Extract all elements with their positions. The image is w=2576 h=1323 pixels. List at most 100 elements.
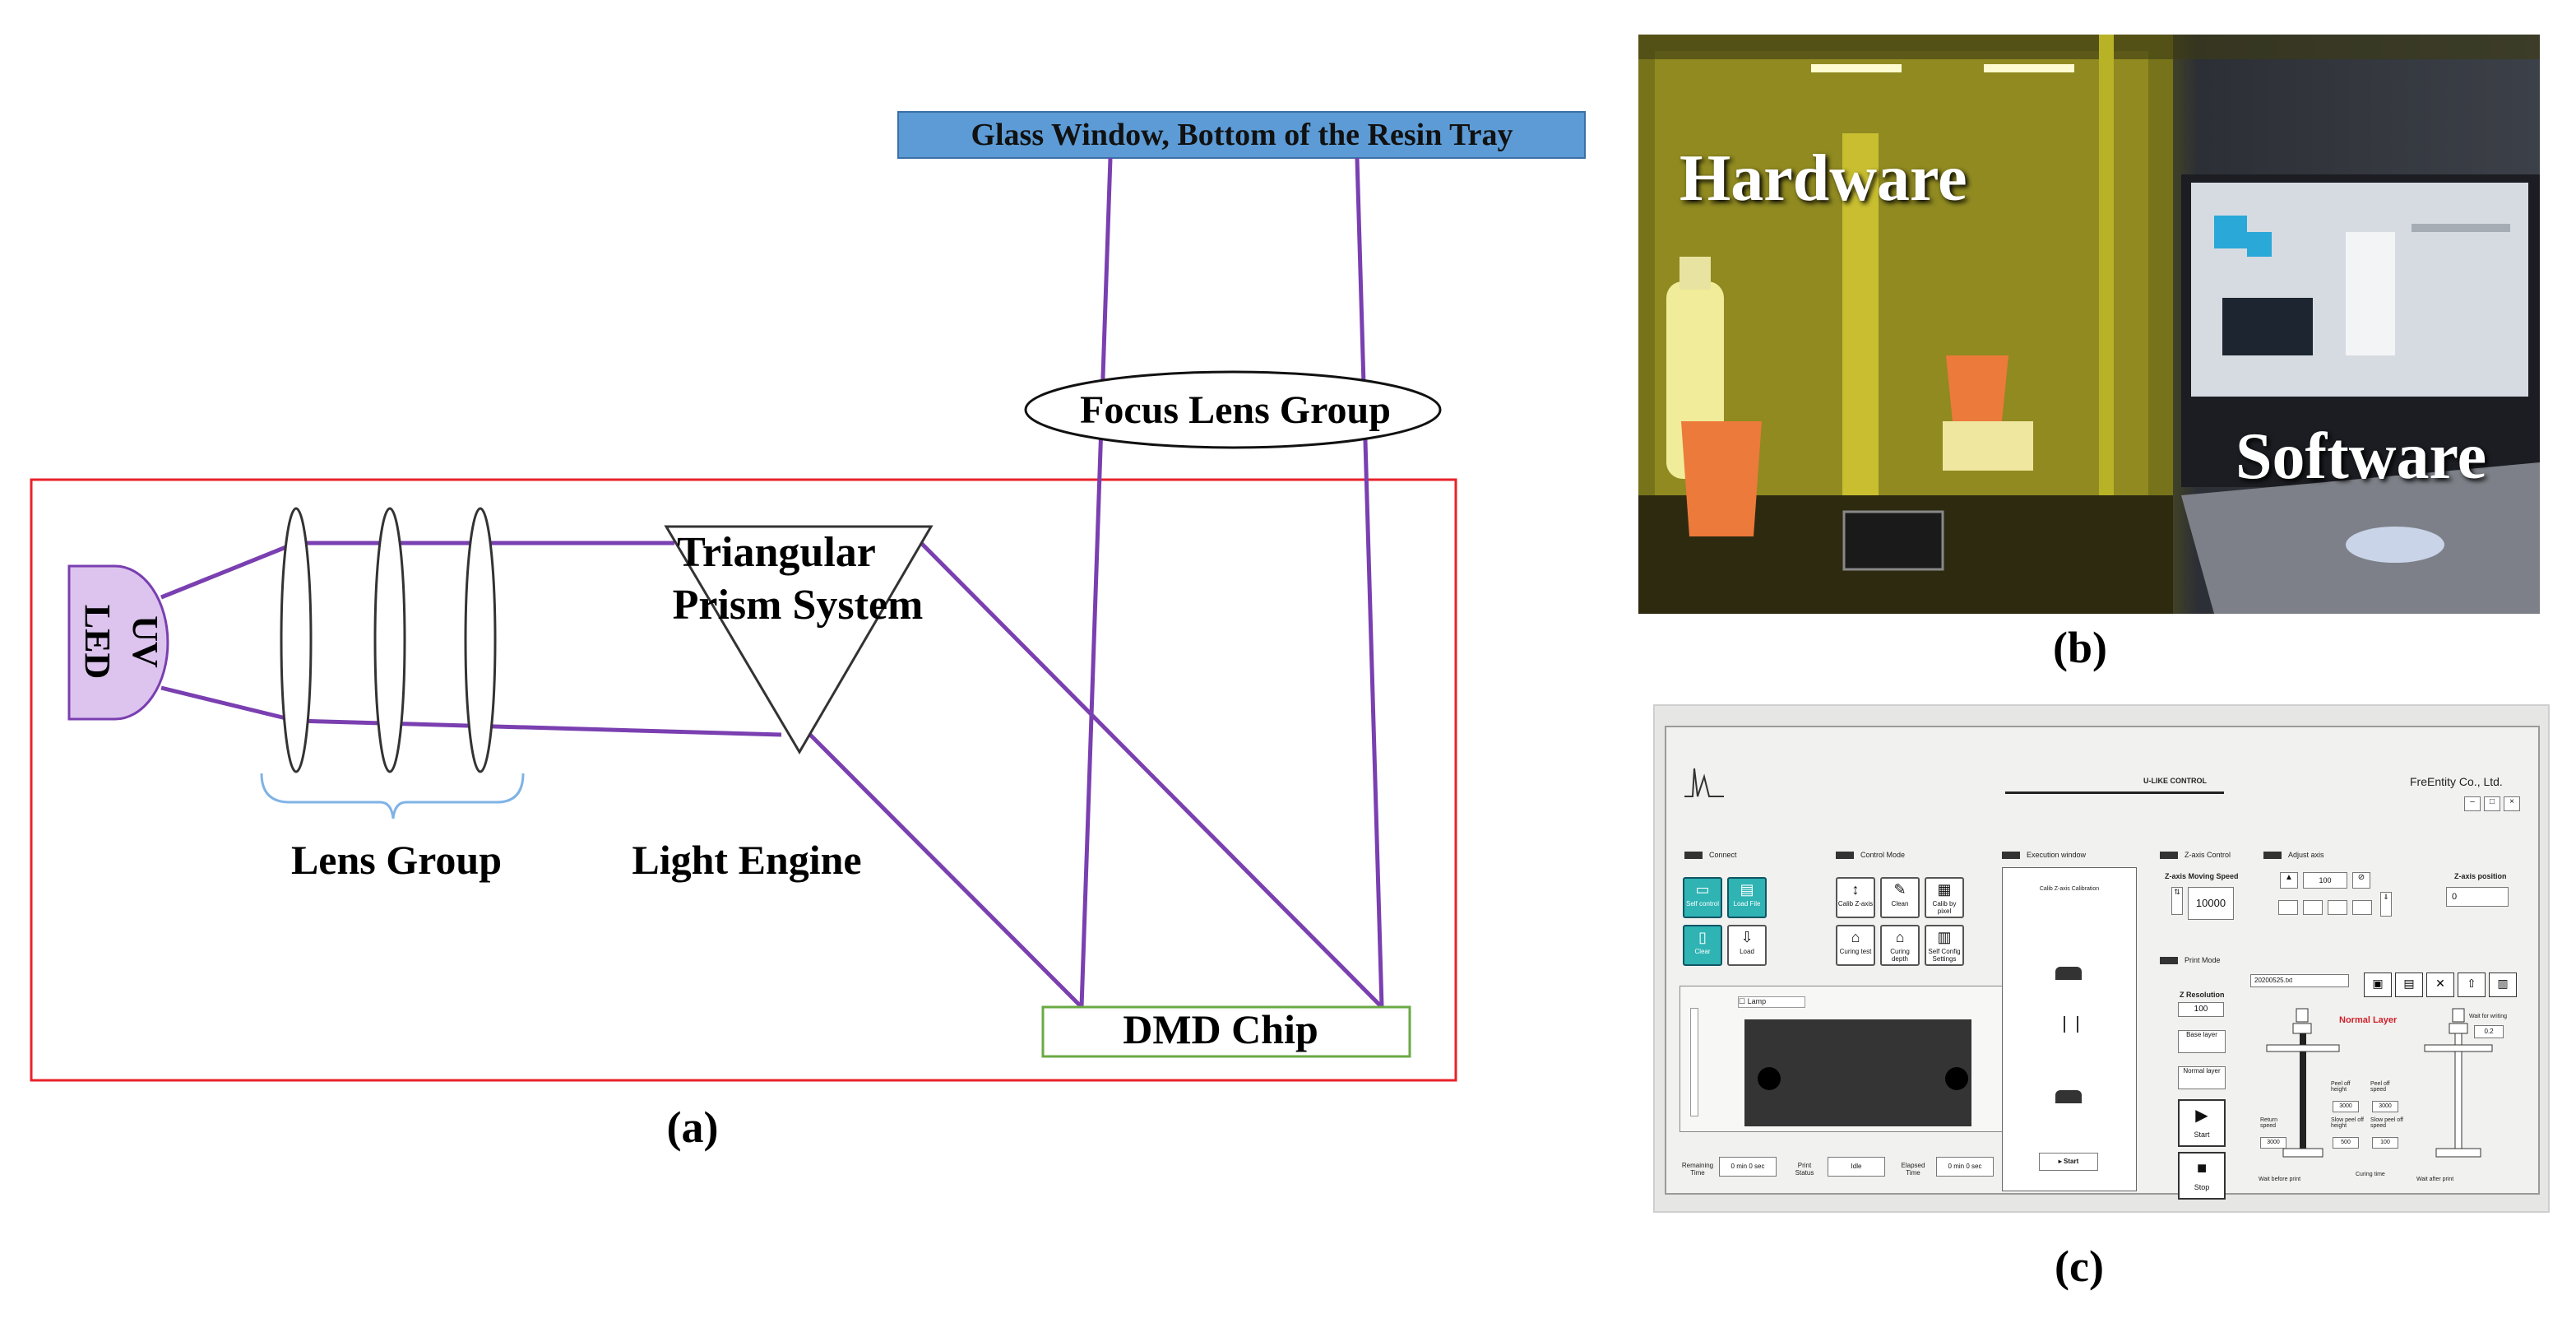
exec-start-button[interactable]: ▸ Start bbox=[2039, 1153, 2098, 1171]
calib-step-2-icon bbox=[2064, 1016, 2078, 1033]
return-speed-input[interactable]: 3000 bbox=[2260, 1137, 2286, 1149]
z-resolution-label: Z Resolution bbox=[2180, 991, 2225, 999]
return-speed-label: Return speed bbox=[2260, 1117, 2278, 1129]
axis-icon: ↕ bbox=[1851, 881, 1860, 898]
z-axis-control-header: Z-axis Control bbox=[2160, 851, 2231, 860]
adjust-value-input[interactable]: 100 bbox=[2303, 872, 2347, 889]
calib-by-pixel-button[interactable]: ▦Calib by pixel bbox=[1925, 877, 1964, 918]
normal-layer-label: Normal Layer bbox=[2339, 1015, 2398, 1025]
normal-layer-button[interactable]: Normal layer bbox=[2178, 1066, 2226, 1089]
projection-preview-panel: ☐ Lamp bbox=[1679, 986, 2013, 1132]
window-title: U-LIKE CONTROL bbox=[2143, 777, 2207, 785]
z-axis-speed-input[interactable]: 10000 bbox=[2188, 887, 2234, 920]
control-mode-header: Control Mode bbox=[1836, 851, 1905, 860]
preview-scrollbar[interactable] bbox=[1690, 1008, 1698, 1116]
self-config-settings-button[interactable]: ▥Self Config Settings bbox=[1925, 925, 1964, 966]
company-name: FreEntity Co., Ltd. bbox=[2410, 775, 2503, 788]
dmd-chip bbox=[1041, 1005, 1411, 1058]
execution-window-panel: Calib Z-axis Calibration ▸ Start bbox=[2002, 867, 2137, 1191]
adjust-stop-button[interactable]: ⊘ bbox=[2352, 872, 2370, 889]
clear-button[interactable]: ▯Clear bbox=[1683, 925, 1722, 966]
load-file-button[interactable]: ▤Load File bbox=[1727, 877, 1767, 918]
adjust-step-2[interactable] bbox=[2303, 900, 2323, 915]
grid-icon: ▦ bbox=[1937, 881, 1952, 898]
calib-step-1-icon bbox=[2055, 967, 2082, 980]
lens-2 bbox=[373, 507, 406, 773]
adjust-step-1[interactable] bbox=[2278, 900, 2298, 915]
delete-icon[interactable]: ✕ bbox=[2426, 973, 2454, 997]
focus-lens-group-label: Focus Lens Group bbox=[1080, 388, 1391, 432]
z-resolution-input[interactable]: 100 bbox=[2178, 1002, 2224, 1017]
adjust-down-button[interactable]: ⇓ bbox=[2380, 892, 2392, 917]
chart-settings-icon[interactable]: ▥ bbox=[2489, 973, 2517, 997]
slow-peel-height-input[interactable]: 500 bbox=[2333, 1137, 2359, 1149]
execution-window-header: Execution window bbox=[2002, 851, 2086, 860]
lens-3 bbox=[464, 507, 497, 773]
focus-lens-group bbox=[1024, 370, 1442, 449]
caption-a: (a) bbox=[667, 1102, 719, 1152]
print-status-label: Print Status bbox=[1795, 1162, 1814, 1177]
software-label: Software bbox=[2235, 420, 2487, 493]
print-mechanics-drawing bbox=[2266, 1008, 2493, 1158]
hardware-software-photo: Hardware Software bbox=[1638, 35, 2540, 614]
adjust-up-button[interactable]: ▲ bbox=[2280, 872, 2298, 889]
lens-group-label: Lens Group bbox=[291, 837, 502, 883]
light-engine-label: Light Engine bbox=[632, 837, 861, 883]
wait-after-print-label: Wait after print bbox=[2416, 1177, 2454, 1182]
software-ui-screenshot: U-LIKE CONTROL FreEntity Co., Ltd. – □ ×… bbox=[1653, 704, 2550, 1213]
start-button[interactable]: ▶Start bbox=[2178, 1099, 2226, 1147]
hardware-label: Hardware bbox=[1679, 142, 1967, 215]
glass-window-label: Glass Window, Bottom of the Resin Tray bbox=[971, 118, 1513, 152]
adjust-step-4[interactable] bbox=[2352, 900, 2372, 915]
phone-icon: ▯ bbox=[1698, 929, 1707, 945]
peel-off-speed-input[interactable]: 3000 bbox=[2372, 1101, 2398, 1112]
prism-label-1: Triangular bbox=[677, 529, 876, 576]
battery-icon: ▭ bbox=[1695, 881, 1710, 898]
calib-z-axis-button[interactable]: ↕Calib Z-axis bbox=[1836, 877, 1875, 918]
beaker-icon: ⌂ bbox=[1851, 929, 1860, 945]
lens-group-bracket bbox=[260, 773, 525, 819]
adjust-axis-header: Adjust axis bbox=[2263, 851, 2324, 860]
remaining-time-value: 0 min 0 sec bbox=[1719, 1157, 1777, 1177]
remaining-time-label: Remaining Time bbox=[1681, 1162, 1714, 1177]
company-logo-icon bbox=[1684, 768, 1724, 797]
folder-icon: ▤ bbox=[1740, 881, 1754, 898]
peel-off-height-label: Peel off height bbox=[2331, 1081, 2351, 1093]
speed-up-button[interactable]: ⇅ bbox=[2171, 887, 2183, 915]
z-axis-position-label: Z-axis position bbox=[2454, 872, 2507, 880]
curing-test-button[interactable]: ⌂Curing test bbox=[1836, 925, 1875, 966]
title-underline bbox=[2005, 791, 2224, 794]
close-button[interactable]: × bbox=[2504, 796, 2520, 811]
slow-peel-speed-input[interactable]: 100 bbox=[2372, 1137, 2398, 1149]
wait-for-writing-input[interactable]: 0.2 bbox=[2474, 1025, 2504, 1038]
load-icon[interactable]: ▤ bbox=[2395, 973, 2423, 997]
file-name-field[interactable]: 20200525.txt bbox=[2250, 974, 2349, 987]
calib-step-3-icon bbox=[2055, 1090, 2082, 1103]
clean-button[interactable]: ✎Clean bbox=[1880, 877, 1920, 918]
curing-depth-button[interactable]: ⌂Curing depth bbox=[1880, 925, 1920, 966]
minimize-button[interactable]: – bbox=[2464, 796, 2481, 811]
z-axis-moving-speed-label: Z-axis Moving Speed bbox=[2165, 872, 2239, 880]
wait-before-print-label: Wait before print bbox=[2259, 1177, 2301, 1182]
upload-icon[interactable]: ⇧ bbox=[2458, 973, 2486, 997]
connect-header: Connect bbox=[1684, 851, 1737, 860]
base-layer-button[interactable]: Base layer bbox=[2178, 1030, 2226, 1053]
chart-icon: ▥ bbox=[1937, 929, 1952, 945]
self-control-button[interactable]: ▭Self control bbox=[1683, 877, 1722, 918]
download-icon: ⇩ bbox=[1740, 929, 1754, 945]
wait-for-writing-label: Wait for writing bbox=[2469, 1014, 2508, 1019]
adjust-step-3[interactable] bbox=[2328, 900, 2347, 915]
slow-peel-speed-label: Slow peel off speed bbox=[2370, 1117, 2403, 1129]
glass-window-bar bbox=[897, 111, 1586, 159]
stop-button[interactable]: ■Stop bbox=[2178, 1152, 2226, 1200]
load-button[interactable]: ⇩Load bbox=[1727, 925, 1767, 966]
uv-led-label-2: LED bbox=[77, 605, 118, 679]
z-axis-position-value: 0 bbox=[2446, 887, 2509, 907]
maximize-button[interactable]: □ bbox=[2484, 796, 2500, 811]
lens-1 bbox=[280, 507, 313, 773]
curing-time-label: Curing time bbox=[2356, 1172, 2385, 1177]
peel-off-height-input[interactable]: 3000 bbox=[2333, 1101, 2359, 1112]
caption-c: (c) bbox=[2055, 1242, 2104, 1291]
save-icon[interactable]: ▣ bbox=[2364, 973, 2392, 997]
lamp-label: ☐ Lamp bbox=[1738, 996, 1805, 1008]
